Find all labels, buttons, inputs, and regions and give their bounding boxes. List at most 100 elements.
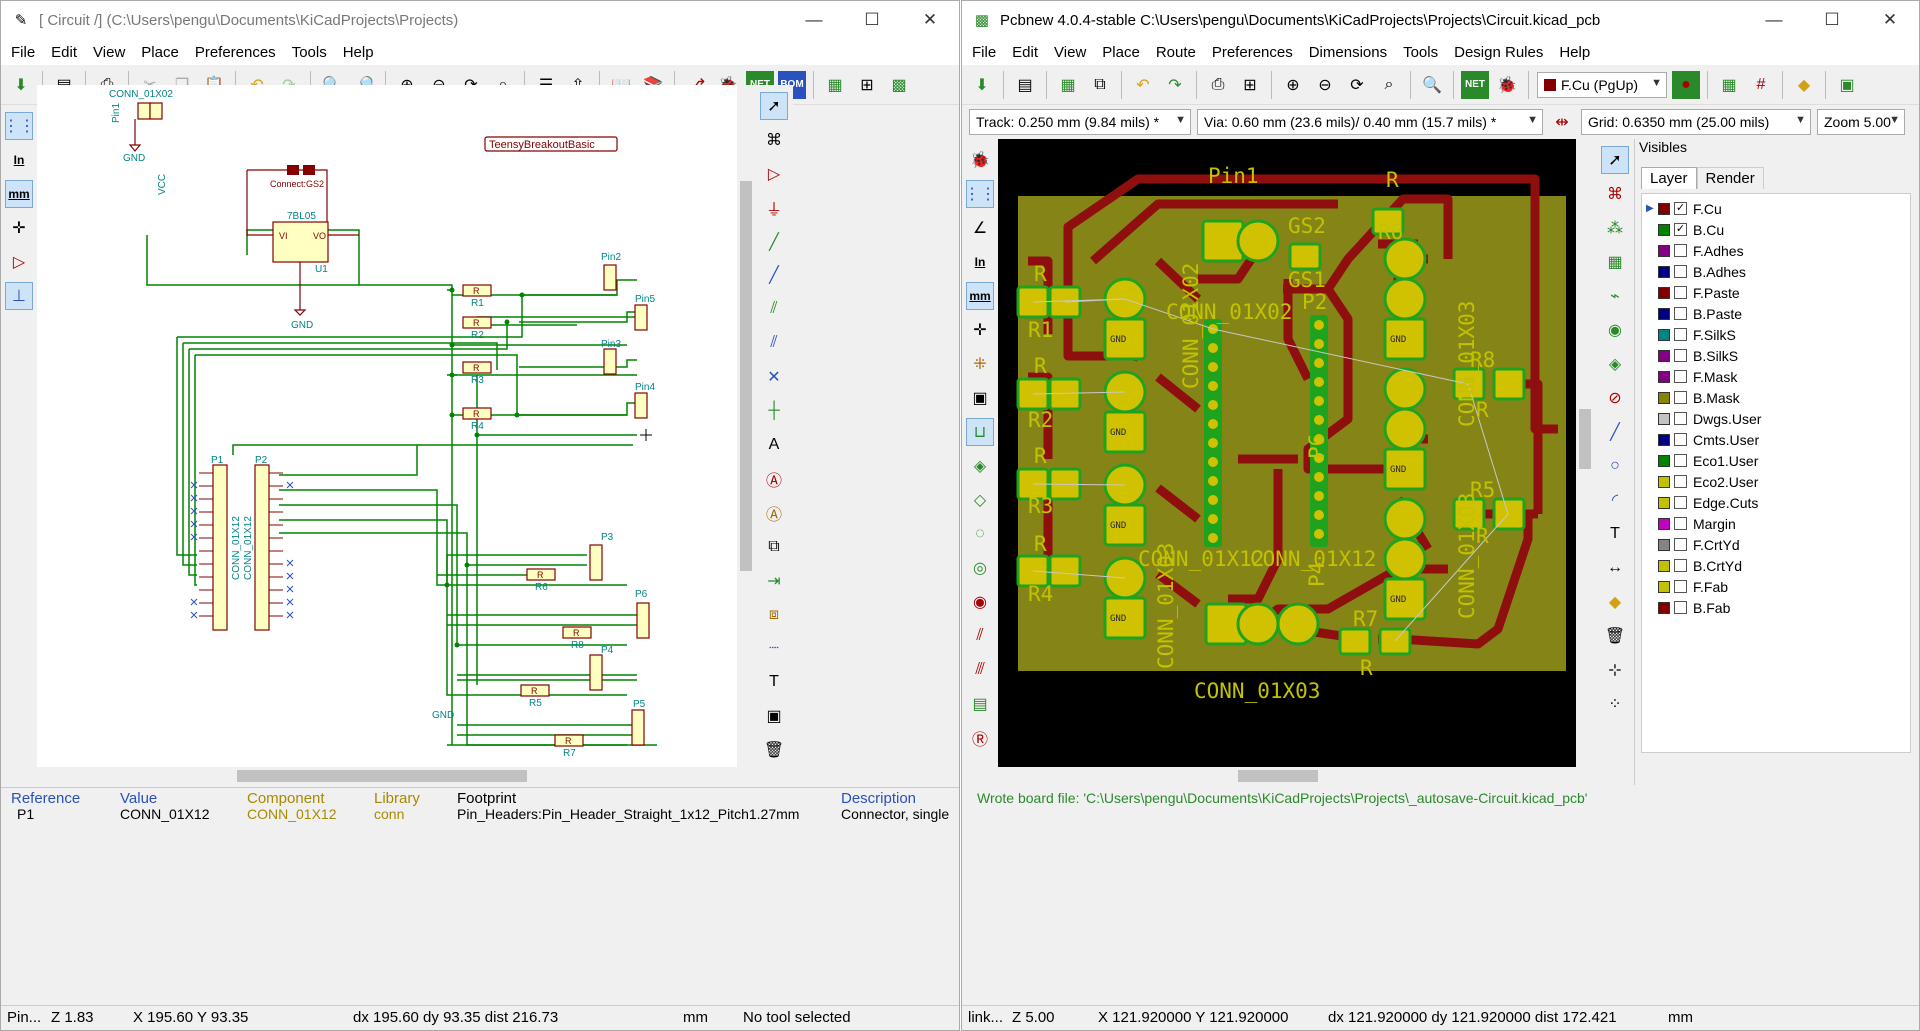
add-zone-icon[interactable]: ◈ (1608, 356, 1622, 373)
layer-row-b-adhes[interactable]: B.Adhes (1642, 261, 1910, 282)
footprint-viewer-icon[interactable]: ⧉ (1094, 75, 1106, 93)
graphic-arc-icon[interactable]: ◜ (1611, 492, 1619, 509)
layer-color-swatch[interactable] (1658, 307, 1670, 320)
menu-preferences[interactable]: Preferences (1211, 43, 1293, 61)
layer-color-swatch[interactable] (1658, 391, 1670, 404)
place-bus-icon[interactable]: ╱ (769, 267, 779, 285)
layer-visibility-checkbox[interactable] (1674, 580, 1687, 593)
route-track-icon[interactable]: ⌁ (1610, 288, 1620, 305)
layer-visibility-checkbox[interactable] (1674, 370, 1687, 383)
zoom-fit-icon[interactable]: ⌕ (1384, 75, 1394, 93)
layer-visibility-checkbox[interactable] (1674, 349, 1687, 362)
layer-color-swatch[interactable] (1658, 538, 1670, 551)
menu-edit[interactable]: Edit (1012, 43, 1039, 61)
track-width-combo[interactable]: Track: 0.250 mm (9.84 mils) *▼ (969, 109, 1191, 135)
grid-toggle-icon[interactable]: ⋮⋮ (964, 180, 996, 208)
net-label-icon[interactable]: A (768, 436, 780, 454)
layer-row-b-fab[interactable]: B.Fab (1642, 597, 1910, 618)
undo-icon[interactable]: ↶ (1136, 76, 1150, 94)
layer-row-edge-cuts[interactable]: Edge.Cuts (1642, 492, 1910, 513)
cvpcb-icon[interactable]: ▦ (827, 76, 843, 94)
layer-row-dwgs-user[interactable]: Dwgs.User (1642, 408, 1910, 429)
close-button[interactable]: ✕ (922, 10, 938, 29)
scroll-thumb[interactable] (740, 181, 752, 571)
zoom-out-icon[interactable]: ⊖ (1318, 76, 1332, 94)
layer-row-f-fab[interactable]: F.Fab (1642, 576, 1910, 597)
layer-color-swatch[interactable] (1658, 454, 1670, 467)
add-via-icon[interactable]: ◉ (1608, 322, 1622, 339)
grid-toggle-icon[interactable]: ⋮⋮ (3, 112, 35, 140)
keepout-zone-icon[interactable]: ⊘ (1608, 390, 1622, 407)
pcb-horizontal-scrollbar[interactable] (998, 767, 1576, 785)
graphic-line-icon[interactable]: ╱ (1610, 424, 1620, 441)
layer-color-swatch[interactable] (1658, 601, 1670, 614)
layer-visibility-checkbox[interactable] (1674, 412, 1687, 425)
menu-place[interactable]: Place (1102, 43, 1140, 61)
units-inch-button[interactable]: In (13, 153, 25, 167)
units-mm-button[interactable]: mm (5, 180, 33, 208)
layer-color-swatch[interactable] (1658, 370, 1670, 383)
schematic-horizontal-scrollbar[interactable] (37, 767, 737, 785)
layer-row-f-cu[interactable]: ▶✓F.Cu (1642, 198, 1910, 219)
minimize-button[interactable]: — (1765, 10, 1783, 29)
schematic-canvas[interactable]: CONN_01X02 Pin1 GND VCC 7BL05 U1 GND P1 … (37, 85, 737, 767)
zoom-redraw-icon[interactable]: ⟳ (1350, 76, 1364, 94)
save-icon[interactable]: ⬇ (14, 76, 28, 94)
scroll-thumb[interactable] (1579, 409, 1591, 469)
wire-to-bus-icon[interactable]: ⫽ (770, 300, 778, 318)
graphic-line-icon[interactable]: ┈ (769, 640, 779, 658)
units-inch-button[interactable]: In (974, 255, 986, 269)
hier-label-icon[interactable]: Ⓐ (765, 506, 782, 524)
tab-layer[interactable]: Layer (1641, 167, 1697, 189)
image-icon[interactable]: ▣ (766, 708, 782, 726)
place-wire-icon[interactable]: ╱ (769, 233, 779, 251)
no-connect-icon[interactable]: ✕ (767, 369, 781, 387)
hidden-pins-icon[interactable]: ▷ (12, 254, 26, 271)
layer-row-margin[interactable]: Margin (1642, 513, 1910, 534)
pad-sketch-icon[interactable]: ◎ (973, 560, 987, 577)
layer-visibility-checkbox[interactable] (1674, 328, 1687, 341)
layer-visibility-checkbox[interactable]: ✓ (1674, 202, 1687, 215)
menu-help[interactable]: Help (342, 43, 374, 61)
layer-visibility-checkbox[interactable] (1674, 391, 1687, 404)
zoom-in-icon[interactable]: ⊕ (1286, 76, 1300, 94)
menu-tools[interactable]: Tools (1403, 43, 1439, 61)
layer-row-f-crtyd[interactable]: F.CrtYd (1642, 534, 1910, 555)
layer-row-f-mask[interactable]: F.Mask (1642, 366, 1910, 387)
layer-visibility-checkbox[interactable] (1674, 286, 1687, 299)
layer-color-swatch[interactable] (1658, 412, 1670, 425)
layer-color-swatch[interactable] (1658, 328, 1670, 341)
delete-icon[interactable]: 🗑 (763, 742, 785, 760)
tab-render[interactable]: Render (1696, 167, 1764, 189)
menu-help[interactable]: Help (1559, 43, 1591, 61)
layer-row-b-cu[interactable]: ✓B.Cu (1642, 219, 1910, 240)
layer-pair-icon[interactable]: ● (1672, 70, 1700, 99)
layer-row-f-adhes[interactable]: F.Adhes (1642, 240, 1910, 261)
layer-visibility-checkbox[interactable] (1674, 265, 1687, 278)
layer-select-combo[interactable]: F.Cu (PgUp) ▼ (1537, 71, 1667, 98)
layer-visibility-checkbox[interactable] (1674, 433, 1687, 446)
track-sketch-icon[interactable]: ⫽ (976, 627, 984, 644)
highlight-net-icon[interactable]: ⌘ (1607, 186, 1623, 203)
menu-file[interactable]: File (11, 43, 36, 61)
layer-row-b-silks[interactable]: B.SilkS (1642, 345, 1910, 366)
layer-visibility-checkbox[interactable] (1674, 496, 1687, 509)
local-ratsnest-icon[interactable]: ⁂ (1607, 220, 1623, 237)
layer-color-swatch[interactable] (1658, 559, 1670, 572)
close-button[interactable]: ✕ (1882, 10, 1898, 29)
graphic-circle-icon[interactable]: ○ (1610, 457, 1620, 474)
layer-visibility-checkbox[interactable] (1674, 307, 1687, 320)
delete-icon[interactable]: 🗑 (1604, 628, 1626, 645)
wire-angle-icon[interactable]: ⊥ (5, 282, 33, 310)
hier-sheet-icon[interactable]: ⧉ (768, 537, 780, 555)
via-size-combo[interactable]: Via: 0.60 mm (23.6 mils)/ 0.40 mm (15.7 … (1197, 109, 1543, 135)
layer-color-swatch[interactable] (1658, 475, 1670, 488)
menu-view[interactable]: View (93, 43, 126, 61)
menu-design-rules[interactable]: Design Rules (1454, 43, 1544, 61)
zone-fill-icon[interactable]: ◈ (973, 458, 987, 475)
layer-visibility-checkbox[interactable] (1674, 454, 1687, 467)
units-mm-button[interactable]: mm (966, 282, 994, 310)
layer-color-swatch[interactable] (1658, 496, 1670, 509)
layer-visibility-checkbox[interactable] (1674, 538, 1687, 551)
cursor-shape-icon[interactable]: ✛ (12, 220, 26, 237)
